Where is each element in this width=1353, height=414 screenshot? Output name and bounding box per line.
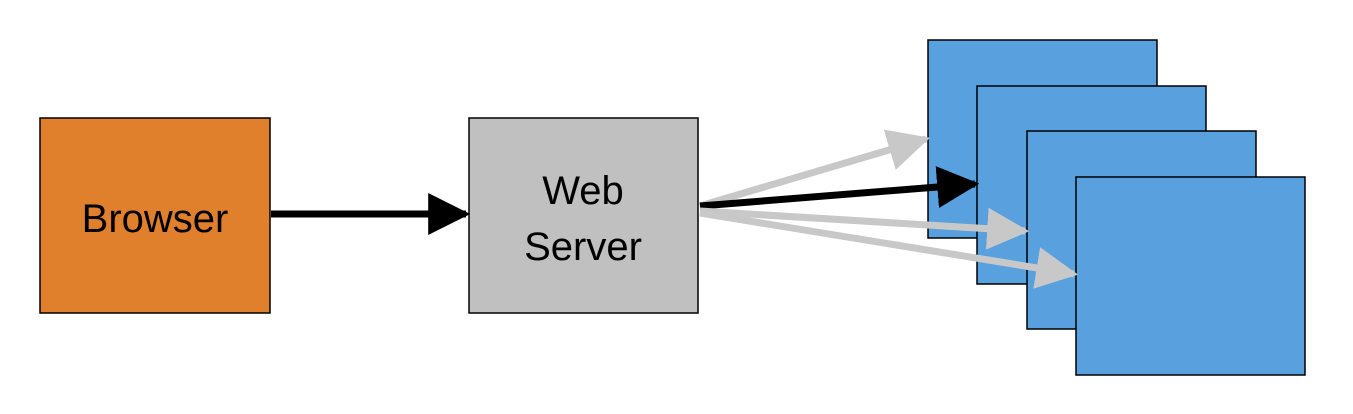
arrow-server-to-backend-1 [699, 129, 931, 210]
backend-box-4 [1075, 176, 1306, 376]
arrow-server-to-backend-3 [699, 207, 1030, 250]
arrow-server-to-backend-2 [699, 166, 980, 210]
browser-node: Browser [39, 117, 271, 314]
web-server-node: Web Server [468, 117, 699, 314]
arrow-server-to-backend-4 [699, 209, 1079, 289]
server-to-backend-arrows [699, 129, 1079, 289]
web-server-label-line2: Server [524, 225, 642, 269]
web-server-box [468, 117, 699, 314]
backend-stack [927, 39, 1306, 376]
browser-box [39, 117, 271, 314]
web-server-label-line1: Web [542, 169, 624, 213]
browser-label: Browser [82, 197, 229, 241]
